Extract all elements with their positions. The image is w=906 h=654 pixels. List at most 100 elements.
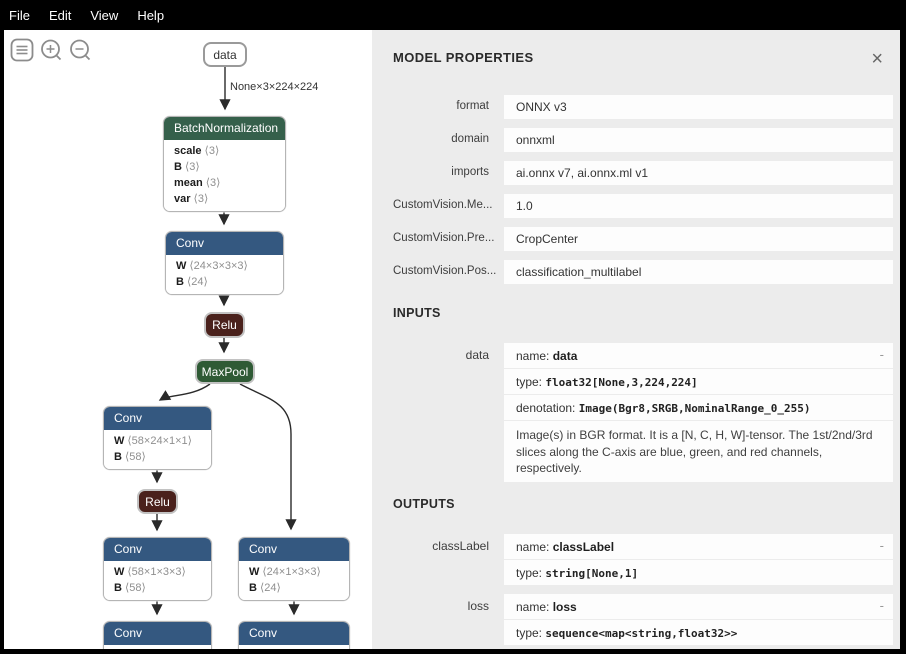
param-name: W	[249, 566, 260, 578]
param-dims: ⟨24⟩	[186, 276, 208, 288]
property-label: format	[456, 100, 489, 112]
param-dims: ⟨58×24×1×1⟩	[127, 435, 192, 447]
graph-node-conv-3[interactable]: Conv W⟨58×1×3×3⟩ B⟨58⟩	[103, 537, 212, 601]
param-name: B	[114, 451, 122, 463]
output-group-loss: loss name: loss - type: sequence<map<str…	[393, 593, 893, 646]
field-prefix: name:	[516, 539, 553, 554]
property-label: imports	[451, 166, 489, 178]
node-params: W⟨58×24×1×1⟩ B⟨58⟩	[104, 430, 211, 469]
param-name: scale	[174, 145, 202, 157]
input-name-row: name: data -	[504, 343, 893, 368]
graph-node-conv-1[interactable]: Conv W⟨24×3×3×3⟩ B⟨24⟩	[165, 231, 284, 295]
graph-node-conv-6[interactable]: Conv	[238, 621, 350, 649]
field-prefix: name:	[516, 599, 553, 614]
outputs-section-title: OUTPUTS	[393, 496, 455, 511]
param-name: mean	[174, 177, 203, 189]
param-name: B	[174, 161, 182, 173]
graph-node-conv-4[interactable]: Conv W⟨24×1×3×3⟩ B⟨24⟩	[238, 537, 350, 601]
node-label: Relu	[145, 494, 170, 509]
menu-icon	[10, 38, 34, 62]
input-label: data	[465, 348, 489, 362]
output-name-row: name: classLabel -	[504, 533, 893, 559]
output-name-row: name: loss -	[504, 593, 893, 619]
property-label: domain	[451, 133, 489, 145]
field-prefix: type:	[516, 375, 546, 389]
node-header: Conv	[239, 538, 349, 561]
graph-node-conv-2[interactable]: Conv W⟨58×24×1×1⟩ B⟨58⟩	[103, 406, 212, 470]
node-params: scale⟨3⟩ B⟨3⟩ mean⟨3⟩ var⟨3⟩	[164, 140, 285, 211]
menu-help[interactable]: Help	[137, 7, 165, 23]
graph-node-data[interactable]: data	[203, 42, 247, 67]
node-header: Conv	[166, 232, 283, 255]
node-label: MaxPool	[201, 364, 249, 379]
param-dims: ⟨3⟩	[184, 161, 200, 173]
param-name: W	[114, 566, 125, 578]
collapse-toggle[interactable]: -	[879, 347, 884, 362]
node-header: BatchNormalization	[164, 117, 285, 140]
property-row-format: format ONNX v3	[393, 95, 893, 119]
node-params: W⟨24×1×3×3⟩ B⟨24⟩	[239, 561, 349, 600]
menu-file[interactable]: File	[9, 7, 30, 23]
field-value: sequence<map<string,float32>>	[545, 626, 738, 640]
output-type-row: type: string[None,1]	[504, 559, 893, 585]
param-dims: ⟨24⟩	[259, 582, 281, 594]
property-value: ONNX v3	[504, 95, 893, 119]
output-group-classlabel: classLabel name: classLabel - type: stri…	[393, 533, 893, 586]
param-dims: ⟨3⟩	[205, 177, 221, 189]
field-prefix: type:	[516, 625, 546, 640]
collapse-toggle[interactable]: -	[879, 537, 884, 553]
property-row-customvision-postprocess: CustomVision.Pos... classification_multi…	[393, 260, 893, 284]
param-dims: ⟨3⟩	[204, 145, 220, 157]
node-header: Conv	[104, 622, 211, 645]
graph-canvas[interactable]: None×3×224×224 data BatchNormalization s…	[4, 30, 372, 649]
param-name: W	[176, 260, 187, 272]
menubar: File Edit View Help	[0, 0, 906, 30]
graph-node-conv-5[interactable]: Conv	[103, 621, 212, 649]
node-header: Conv	[104, 538, 211, 561]
field-value: data	[552, 349, 578, 363]
property-row-imports: imports ai.onnx v7, ai.onnx.ml v1	[393, 161, 893, 185]
panel-title: MODEL PROPERTIES	[393, 50, 534, 65]
node-header: Conv	[104, 407, 211, 430]
zoom-out-icon	[70, 39, 91, 60]
graph-node-relu-2[interactable]: Relu	[137, 489, 178, 514]
input-type-row: type: float32[None,3,224,224]	[504, 369, 893, 394]
model-properties-panel: MODEL PROPERTIES × format ONNX v3 domain…	[372, 30, 900, 649]
menu-edit[interactable]: Edit	[48, 7, 72, 23]
field-value: string[None,1]	[545, 566, 639, 580]
property-value: classification_multilabel	[504, 260, 893, 284]
property-label: CustomVision.Pre...	[393, 232, 495, 244]
graph-node-relu-1[interactable]: Relu	[204, 312, 245, 338]
zoom-out-button[interactable]	[69, 39, 92, 62]
param-dims: ⟨3⟩	[193, 193, 209, 205]
field-prefix: type:	[516, 565, 546, 580]
node-params	[104, 645, 211, 649]
param-name: B	[249, 582, 257, 594]
zoom-in-button[interactable]	[40, 39, 63, 62]
field-value: classLabel	[552, 539, 615, 554]
graph-toolbar	[10, 38, 98, 62]
inputs-section-title: INPUTS	[393, 306, 441, 320]
output-label: classLabel	[432, 538, 489, 553]
menu-view[interactable]: View	[90, 7, 119, 23]
graph-node-maxpool[interactable]: MaxPool	[195, 359, 255, 384]
node-params	[239, 645, 349, 649]
output-label: loss	[467, 598, 489, 613]
node-params: W⟨58×1×3×3⟩ B⟨58⟩	[104, 561, 211, 600]
field-value: loss	[552, 599, 577, 614]
param-name: B	[114, 582, 122, 594]
graph-node-batchnormalization[interactable]: BatchNormalization scale⟨3⟩ B⟨3⟩ mean⟨3⟩…	[163, 116, 286, 212]
property-row-customvision-preprocess: CustomVision.Pre... CropCenter	[393, 227, 893, 251]
param-name: B	[176, 276, 184, 288]
param-dims: ⟨24×1×3×3⟩	[262, 566, 321, 578]
property-value: onnxml	[504, 128, 893, 152]
zoom-in-icon	[41, 39, 62, 60]
field-prefix: name:	[516, 349, 553, 363]
param-name: W	[114, 435, 125, 447]
input-group-data: data name: data - type: float32[None,3,2…	[393, 343, 893, 483]
collapse-toggle[interactable]: -	[879, 597, 884, 613]
node-label: Relu	[212, 318, 237, 332]
param-dims: ⟨58×1×3×3⟩	[127, 566, 186, 578]
sidebar-menu-button[interactable]	[10, 38, 34, 62]
close-icon[interactable]: ×	[861, 49, 893, 69]
